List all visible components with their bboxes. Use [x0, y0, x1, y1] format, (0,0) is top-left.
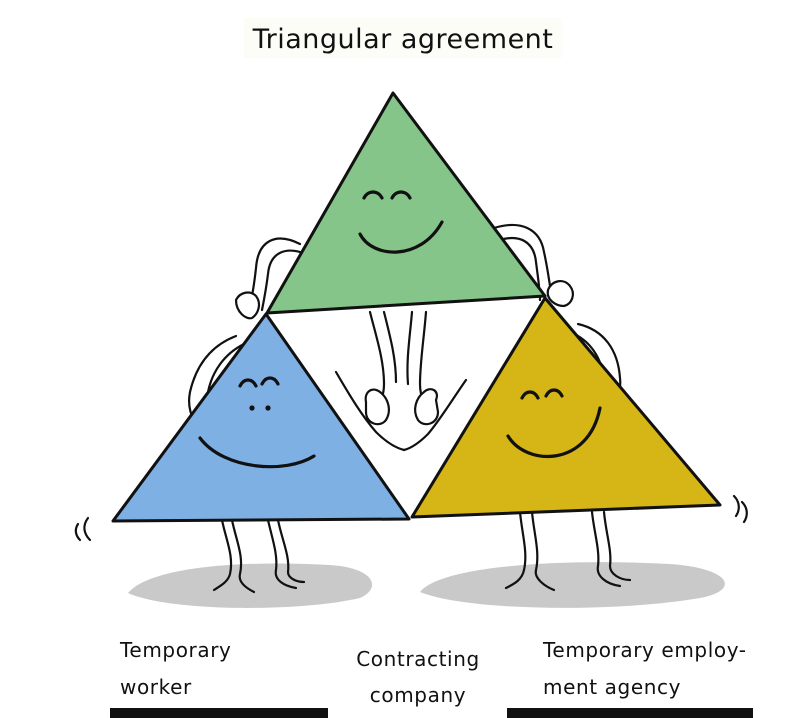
top-triangle: [265, 91, 547, 315]
left-triangle: [111, 312, 411, 523]
top-triangle-legs: [364, 310, 440, 426]
right-triangle-face: [506, 388, 602, 458]
title-background: [244, 18, 562, 58]
label-temporary-employment-agency-line2: ment agency: [543, 675, 681, 699]
label-contracting-company-line1: Contracting: [356, 647, 480, 671]
ground-shadows: [128, 562, 725, 608]
label-temporary-worker-line1: Temporary: [119, 638, 231, 662]
label-contracting-company-line2: company: [370, 683, 466, 707]
left-triangle-legs: [212, 518, 306, 594]
lower-inner-arms: [334, 370, 468, 452]
label-temporary-worker-line2: worker: [120, 675, 192, 699]
top-triangle-face: [358, 190, 444, 254]
motion-marks: [74, 494, 748, 542]
right-triangle: [410, 296, 722, 519]
right-triangle-legs: [504, 510, 632, 592]
diagram-title: Triangular agreement: [252, 24, 554, 55]
left-triangle-face: [198, 376, 316, 469]
label-bars: [110, 708, 753, 718]
label-temporary-employment-agency-line1: Temporary employ-: [542, 638, 747, 662]
